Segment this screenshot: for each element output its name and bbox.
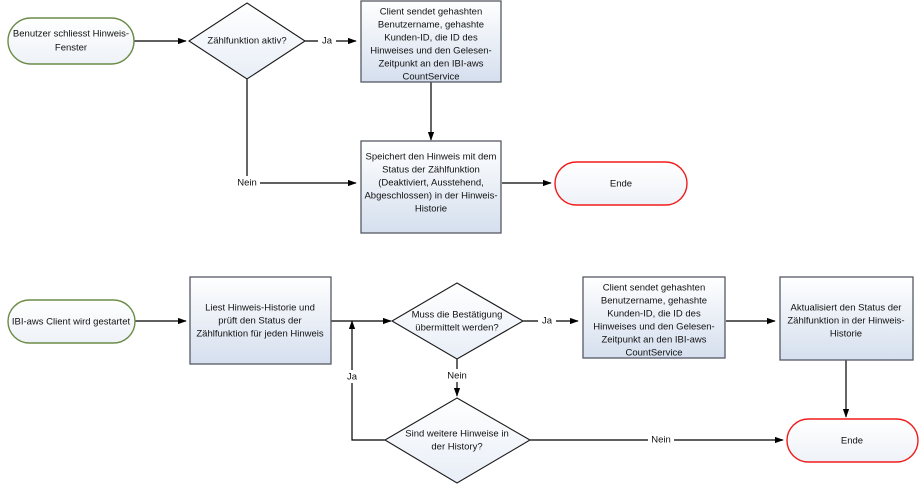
process-2-label-line-0: Speichert den Hinweis mit dem (366, 152, 497, 163)
label-bg-d1-ja (318, 34, 336, 47)
label-bg-d3-ja (343, 370, 361, 383)
process-4-label-line-5: CountService (625, 348, 682, 359)
node-process-1[interactable]: Client sendet gehashten Benutzername, ge… (360, 0, 502, 83)
decision-2-shape (390, 282, 525, 360)
decision-3-shape (383, 397, 532, 484)
node-process-2[interactable]: Speichert den Hinweis mit dem Status der… (360, 140, 502, 234)
start-1-label-line-1: Fenster (55, 43, 87, 54)
edge-label-decision3-nein: Nein (651, 435, 671, 446)
process-4-label-line-0: Client sendet gehashten (603, 283, 705, 294)
edge-label-decision2-nein: Nein (447, 371, 467, 382)
edge-decision3-ja-loopback (348, 320, 385, 441)
process-4-label-line-2: Kunden-ID, die ID des (607, 309, 701, 320)
process-4-shape (582, 276, 726, 359)
start-1-shape (7, 17, 135, 65)
node-start-1[interactable]: Benutzer schliesst Hinweis- Fenster (7, 17, 135, 65)
process-1-label-line-0: Client sendet gehashten (380, 7, 482, 18)
process-2-shape (360, 140, 502, 234)
process-2-label-line-2: (Deaktiviert, Ausstehend, (378, 178, 484, 189)
node-decision-3[interactable]: Sind weitere Hinweise in der History? (383, 397, 532, 484)
process-2-label-line-1: Status der Zählfunktion (382, 165, 480, 176)
node-process-4[interactable]: Client sendet gehashten Benutzername, ge… (582, 276, 726, 359)
node-start-2[interactable]: IBI-aws Client wird gestartet (7, 299, 136, 344)
decision-1-shape (187, 2, 307, 80)
edge-labels-row-2: Ja Nein Ja Nein (343, 314, 674, 446)
process-1-shape (360, 0, 502, 83)
process-4-label-line-1: Benutzername, gehashte (601, 296, 707, 307)
node-end-1[interactable]: Ende (554, 161, 688, 206)
process-1-label-line-5: CountService (402, 72, 459, 83)
decision-2-label-line-1: übermittelt werden? (415, 323, 498, 334)
edge-labels-row-1: Ja Nein (234, 34, 336, 189)
end-2-shape (786, 418, 919, 463)
process-5-label-line-1: Zählfunktion in der Hinweis- (787, 316, 904, 327)
label-bg-d1-nein (234, 176, 260, 189)
process-1-label-line-3: Hinweises und den Gelesen- (370, 46, 491, 57)
edge-decision1-nein (246, 79, 357, 187)
label-bg-d2-nein (444, 369, 470, 382)
edge-label-decision1-ja: Ja (322, 36, 333, 47)
process-3-shape (189, 276, 332, 365)
node-process-5[interactable]: Aktualisiert den Status der Zählfunktion… (779, 276, 914, 361)
process-5-label-line-0: Aktualisiert den Status der (791, 303, 902, 314)
process-5-shape (779, 276, 914, 361)
start-2-label: IBI-aws Client wird gestartet (12, 317, 131, 328)
process-2-label-line-3: Abgeschlossen) in der Hinweis- (364, 191, 497, 202)
decision-2-label-line-0: Muss die Bestätigung (412, 310, 503, 321)
process-4-label-line-3: Hinweises und den Gelesen- (593, 322, 714, 333)
decision-3-label-line-1: der History? (431, 442, 482, 453)
edge-label-decision3-ja: Ja (347, 372, 358, 383)
process-1-label-line-1: Benutzername, gehashte (378, 20, 484, 31)
edge-label-decision1-nein: Nein (237, 178, 257, 189)
decision-3-label-line-0: Sind weitere Hinweise in (405, 429, 509, 440)
process-2-label-line-4: Historie (415, 204, 447, 215)
start-1-label-line-0: Benutzer schliesst Hinweis- (13, 29, 129, 40)
process-4-label-line-4: Zeitpunkt an den IBI-aws (601, 335, 706, 346)
process-3-label-line-2: Zählfunktion für jeden Hinweis (196, 329, 324, 340)
process-1-label-line-2: Kunden-ID, die ID des (384, 33, 478, 44)
decision-1-label-line-0: Zählfunktion aktiv? (207, 36, 286, 47)
edge-label-decision2-ja: Ja (542, 316, 553, 327)
process-3-label-line-1: prüft den Status der (218, 316, 301, 327)
process-1-label-line-4: Zeitpunkt an den IBI-aws (378, 59, 483, 70)
node-process-3[interactable]: Liest Hinweis-Historie und prüft den Sta… (189, 276, 332, 365)
end-1-shape (554, 161, 688, 206)
label-bg-d2-ja (538, 314, 556, 327)
node-decision-2[interactable]: Muss die Bestätigung übermittelt werden? (390, 282, 525, 360)
node-end-2[interactable]: Ende (786, 418, 919, 463)
start-2-shape (7, 299, 136, 344)
process-3-label-line-0: Liest Hinweis-Historie und (205, 303, 315, 314)
end-2-label: Ende (841, 436, 863, 447)
node-decision-1[interactable]: Zählfunktion aktiv? (187, 2, 307, 80)
process-5-label-line-2: Historie (830, 329, 862, 340)
end-1-label: Ende (610, 179, 632, 190)
label-bg-d3-nein (648, 433, 674, 446)
